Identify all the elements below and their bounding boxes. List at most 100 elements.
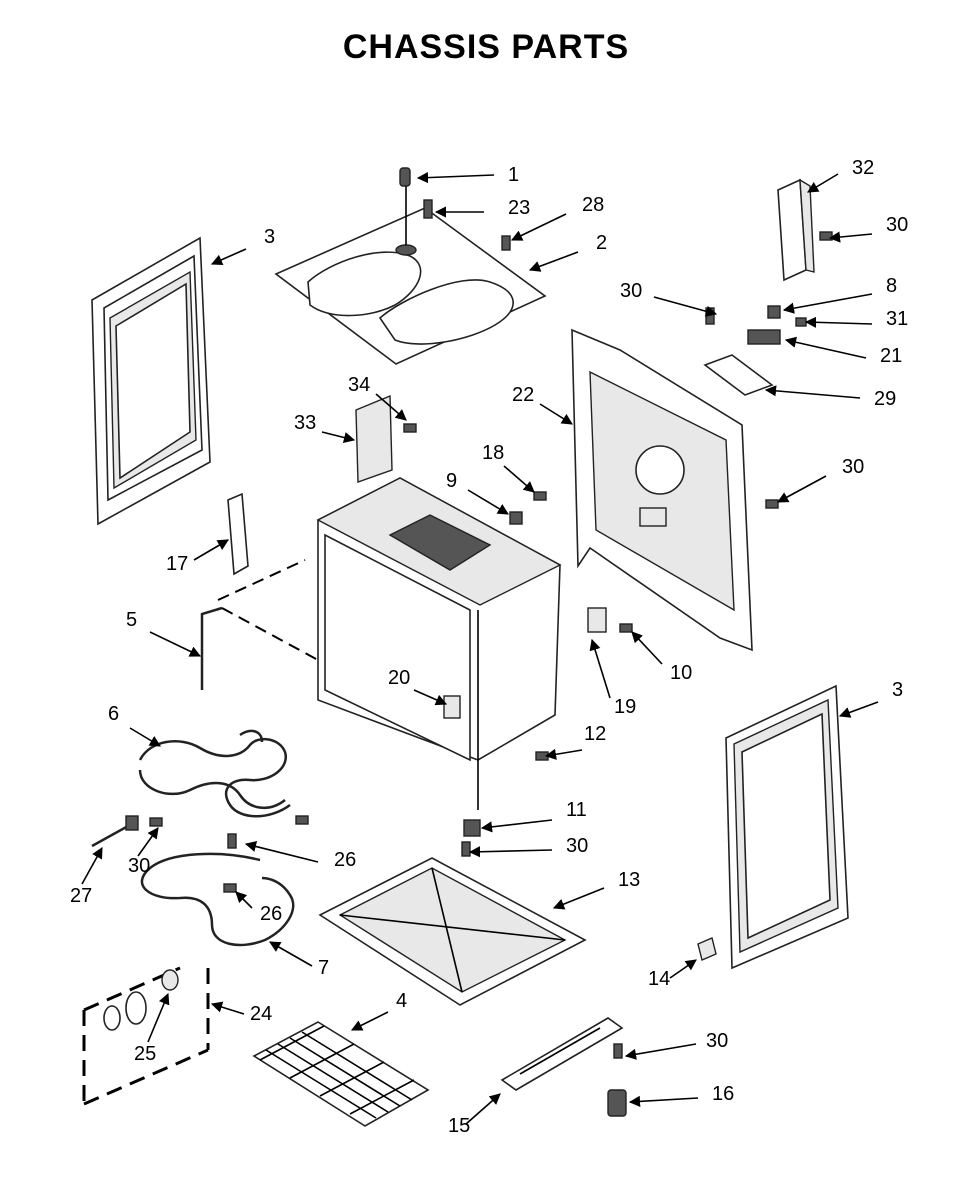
callout-label-1: 1 <box>508 164 519 186</box>
callout-leader-29 <box>764 385 861 399</box>
callout-leader-28 <box>510 213 567 241</box>
callout-leader-15 <box>465 1093 501 1125</box>
callout-label-5: 5 <box>126 609 137 631</box>
rail-bracket <box>703 354 774 396</box>
callout-label-16: 16 <box>712 1083 734 1105</box>
callout-leader-16 <box>628 1095 699 1107</box>
terminal-block <box>747 329 781 345</box>
callout-leader-6 <box>129 727 161 747</box>
bracket-top-right <box>777 178 815 282</box>
callout-leader-3 <box>210 248 247 266</box>
screws <box>149 199 833 1059</box>
callout-leader-26 <box>244 841 319 863</box>
callout-leader-5 <box>149 631 202 657</box>
callout-label-9: 9 <box>446 470 457 492</box>
callout-leader-3 <box>838 701 879 718</box>
bottom-panel <box>318 857 587 1006</box>
rear-panel <box>571 328 753 652</box>
oven-cavity <box>316 477 562 810</box>
callout-label-18: 18 <box>482 442 504 464</box>
callout-label-3: 3 <box>892 679 903 701</box>
left-side-panel <box>91 236 211 526</box>
callout-label-17: 17 <box>166 553 188 575</box>
callout-leader-22 <box>539 403 573 425</box>
callout-leader-30 <box>653 296 718 317</box>
callout-leader-30 <box>828 231 873 243</box>
callout-leader-26 <box>235 891 253 909</box>
callout-leader-30 <box>777 475 827 503</box>
callout-leader-30 <box>137 827 159 857</box>
callout-label-31: 31 <box>886 308 908 330</box>
callout-leader-14 <box>669 959 697 979</box>
right-side-panel <box>725 684 849 970</box>
callout-label-30: 30 <box>706 1030 728 1052</box>
cooktop-top-panel <box>274 167 547 365</box>
callout-leader-21 <box>784 336 867 359</box>
page-title: CHASSIS PARTS <box>342 28 630 66</box>
callout-leader-33 <box>321 431 356 443</box>
callout-label-30: 30 <box>886 214 908 236</box>
callout-label-32: 32 <box>852 157 874 179</box>
callout-label-13: 13 <box>618 869 640 891</box>
callout-label-27: 27 <box>70 885 92 907</box>
callout-label-28: 28 <box>582 194 604 216</box>
callout-label-26: 26 <box>334 849 356 871</box>
callout-label-33: 33 <box>294 412 316 434</box>
callout-leader-1 <box>416 172 495 184</box>
callout-label-15: 15 <box>448 1115 470 1137</box>
callout-leader-9 <box>467 489 509 515</box>
callout-label-30: 30 <box>566 835 588 857</box>
oven-gasket <box>200 559 319 690</box>
callout-leader-13 <box>552 887 605 910</box>
callout-label-30: 30 <box>128 855 150 877</box>
latch <box>443 695 461 719</box>
callout-label-8: 8 <box>886 275 897 297</box>
callout-label-22: 22 <box>512 384 534 406</box>
clip <box>697 937 717 961</box>
callout-leader-10 <box>631 631 663 665</box>
callout-leader-27 <box>81 847 103 885</box>
callout-leader-4 <box>350 1011 389 1031</box>
callout-leader-18 <box>503 465 535 493</box>
callout-label-30: 30 <box>842 456 864 478</box>
callout-label-23: 23 <box>508 197 530 219</box>
door-switch <box>587 607 607 633</box>
callout-label-29: 29 <box>874 388 896 410</box>
callout-label-10: 10 <box>670 662 692 684</box>
callout-label-14: 14 <box>648 968 670 990</box>
callout-label-6: 6 <box>108 703 119 725</box>
callout-leader-32 <box>807 173 839 193</box>
callout-leader-7 <box>269 941 313 967</box>
callout-leader-30 <box>624 1043 697 1060</box>
callout-label-26: 26 <box>260 903 282 925</box>
callout-label-21: 21 <box>880 345 902 367</box>
callout-label-30: 30 <box>620 280 642 302</box>
callout-leader-2 <box>528 251 579 272</box>
callout-label-34: 34 <box>348 374 370 396</box>
callout-leader-34 <box>375 393 407 421</box>
callout-leader-25 <box>147 992 170 1043</box>
callout-label-11: 11 <box>566 799 587 821</box>
kit-outline <box>82 966 210 1106</box>
bake-element <box>140 852 295 947</box>
hinge-bracket <box>227 492 249 576</box>
callout-leader-31 <box>804 316 873 328</box>
callout-label-7: 7 <box>318 957 329 979</box>
callout-leader-8 <box>782 293 873 314</box>
callout-leader-12 <box>544 748 583 760</box>
leveling-leg <box>607 1089 627 1117</box>
oven-rack <box>252 1021 430 1127</box>
callout-leader-30 <box>468 846 553 858</box>
callout-label-2: 2 <box>596 232 607 254</box>
oven-sensor <box>91 815 139 848</box>
leveling-rail <box>500 1017 624 1091</box>
broil-element <box>138 729 291 818</box>
callout-label-20: 20 <box>388 667 410 689</box>
callout-label-19: 19 <box>614 696 636 718</box>
callout-leader-17 <box>193 539 229 561</box>
callout-label-4: 4 <box>396 990 407 1012</box>
callout-leader-19 <box>589 638 611 699</box>
callout-label-12: 12 <box>584 723 606 745</box>
